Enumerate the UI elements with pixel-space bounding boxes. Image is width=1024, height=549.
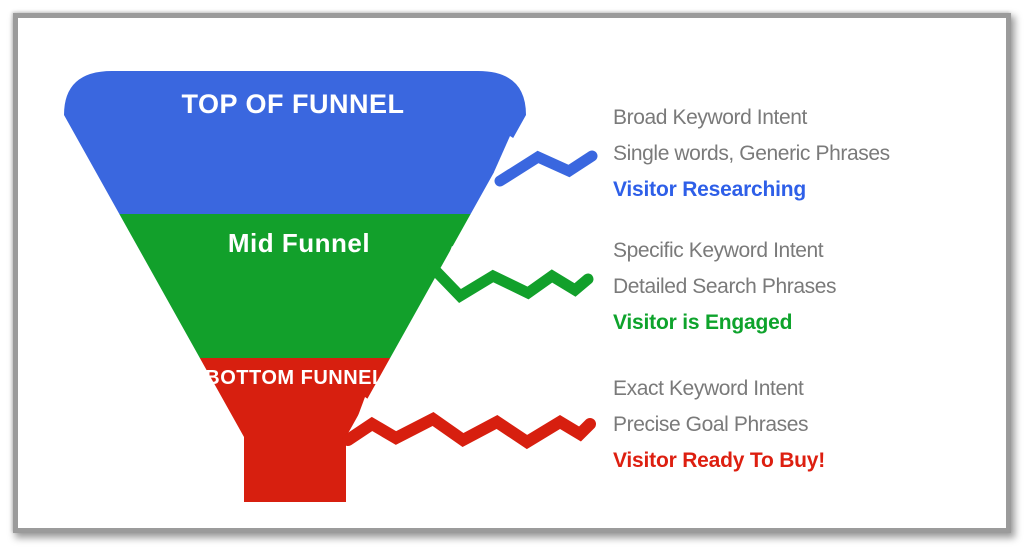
notch-top	[494, 136, 538, 172]
annotation-line: Detailed Search Phrases	[613, 275, 837, 298]
annotation-highlight: Visitor is Engaged	[613, 311, 793, 334]
notch-bottom	[352, 397, 391, 432]
funnel-stage-label-top: TOP OF FUNNEL	[181, 89, 404, 119]
annotation-line: Broad Keyword Intent	[613, 106, 807, 129]
annotation-line: Exact Keyword Intent	[613, 377, 804, 400]
annotation-top-funnel: Broad Keyword Intent Single words, Gener…	[613, 100, 1008, 208]
zigzag-arrow-top	[494, 150, 598, 187]
annotation-mid-funnel: Specific Keyword Intent Detailed Search …	[613, 233, 1008, 341]
annotation-highlight: Visitor Ready To Buy!	[613, 449, 826, 472]
annotation-line: Specific Keyword Intent	[613, 239, 824, 262]
funnel-stage-label-mid: Mid Funnel	[228, 228, 370, 258]
zigzag-arrow-mid	[427, 262, 594, 303]
annotation-line: Single words, Generic Phrases	[613, 142, 890, 165]
zigzag-arrow-bottom	[342, 412, 596, 450]
annotation-bottom-funnel: Exact Keyword Intent Precise Goal Phrase…	[613, 371, 1008, 479]
notch-mid	[438, 246, 477, 283]
funnel-stage-label-bottom: BOTTOM FUNNEL	[205, 367, 384, 389]
annotation-line: Precise Goal Phrases	[613, 413, 809, 436]
annotation-highlight: Visitor Researching	[613, 178, 807, 201]
funnel-stage-top	[64, 71, 526, 214]
